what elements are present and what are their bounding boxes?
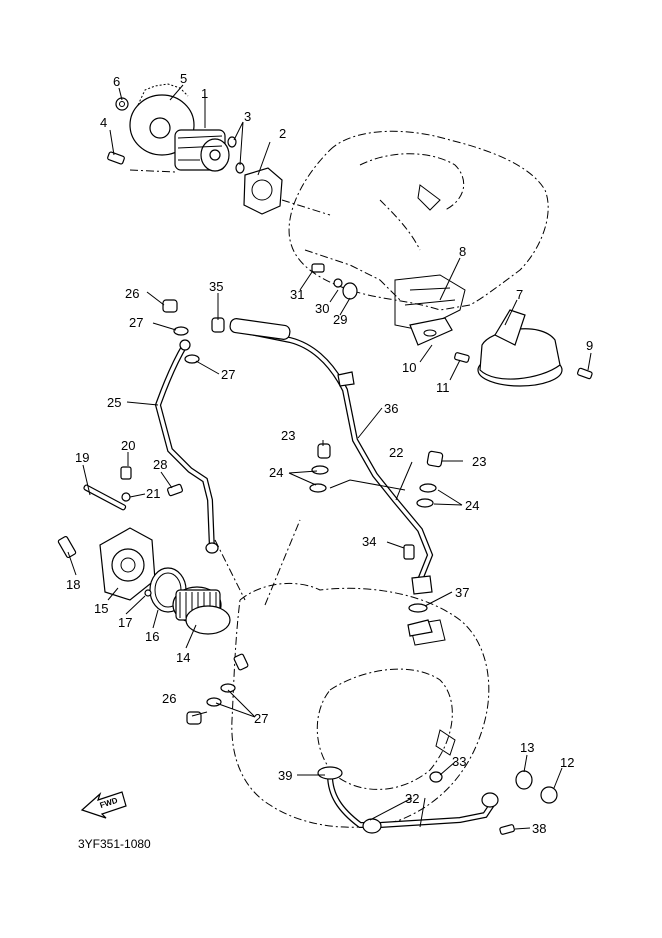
callout-38: 38 bbox=[532, 821, 546, 836]
callout-13: 13 bbox=[520, 740, 534, 755]
upper-crankcase bbox=[288, 130, 549, 331]
callout-14: 14 bbox=[176, 650, 190, 665]
callout-34: 34 bbox=[362, 534, 376, 549]
callout-29: 29 bbox=[333, 312, 347, 327]
callout-39: 39 bbox=[278, 768, 292, 783]
callout-35: 35 bbox=[209, 279, 223, 294]
callout-6: 6 bbox=[113, 74, 120, 89]
callout-19: 19 bbox=[75, 450, 89, 465]
oil-delivery-pipes bbox=[154, 299, 444, 725]
callout-2: 2 bbox=[279, 126, 286, 141]
callout-10: 10 bbox=[402, 360, 416, 375]
callout-8: 8 bbox=[459, 244, 466, 259]
callout-30: 30 bbox=[315, 301, 329, 316]
oil-pump-assembly bbox=[107, 83, 331, 216]
drawing-code: 3YF351-1080 bbox=[78, 837, 151, 851]
callout-27c: 27 bbox=[254, 711, 268, 726]
lower-crankcase bbox=[214, 519, 490, 828]
callout-26b: 26 bbox=[162, 691, 176, 706]
callout-17: 17 bbox=[118, 615, 132, 630]
oil-strainer-assembly bbox=[311, 263, 593, 387]
callout-31: 31 bbox=[290, 287, 304, 302]
callout-1: 1 bbox=[201, 86, 208, 101]
callout-11: 11 bbox=[436, 380, 450, 395]
callout-27b: 27 bbox=[221, 367, 235, 382]
callout-18: 18 bbox=[66, 577, 80, 592]
callout-24a: 24 bbox=[269, 465, 283, 480]
callout-27a: 27 bbox=[129, 315, 143, 330]
callout-37: 37 bbox=[455, 585, 469, 600]
callout-9: 9 bbox=[586, 338, 593, 353]
callout-16: 16 bbox=[145, 629, 159, 644]
callout-22: 22 bbox=[389, 445, 403, 460]
callout-3: 3 bbox=[244, 109, 251, 124]
callout-7: 7 bbox=[516, 287, 523, 302]
callout-labels: 1 2 3 4 5 6 7 8 9 10 11 12 13 14 15 16 1… bbox=[66, 71, 593, 836]
oil-filter-assembly bbox=[57, 466, 231, 635]
callout-32: 32 bbox=[405, 791, 419, 806]
callout-33: 33 bbox=[452, 754, 466, 769]
callout-23b: 23 bbox=[472, 454, 486, 469]
callout-21: 21 bbox=[146, 486, 160, 501]
callout-24b: 24 bbox=[465, 498, 479, 513]
callout-28: 28 bbox=[153, 457, 167, 472]
fwd-arrow: FWD bbox=[80, 791, 127, 819]
callout-25: 25 bbox=[107, 395, 121, 410]
callout-4: 4 bbox=[100, 115, 107, 130]
oil-return-pipe-assembly bbox=[317, 766, 558, 835]
callout-26a: 26 bbox=[125, 286, 139, 301]
callout-20: 20 bbox=[121, 438, 135, 453]
leader-lines bbox=[67, 84, 592, 830]
callout-23a: 23 bbox=[281, 428, 295, 443]
callout-5: 5 bbox=[180, 71, 187, 86]
callout-36: 36 bbox=[384, 401, 398, 416]
callout-15: 15 bbox=[94, 601, 108, 616]
callout-12: 12 bbox=[560, 755, 574, 770]
